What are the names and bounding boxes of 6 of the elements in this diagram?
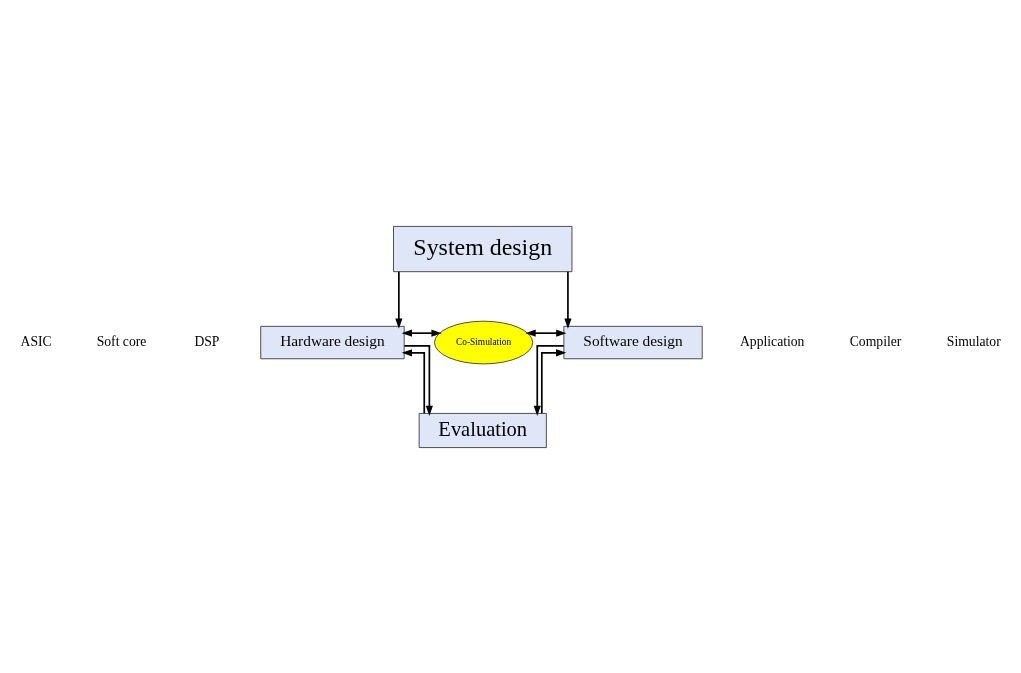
label: DSP — [194, 333, 220, 349]
label: ASIC — [20, 333, 52, 349]
label: Soft core — [96, 333, 147, 349]
label: Compiler — [849, 333, 902, 349]
label: Application — [739, 333, 805, 349]
label: Simulator — [946, 333, 1001, 349]
